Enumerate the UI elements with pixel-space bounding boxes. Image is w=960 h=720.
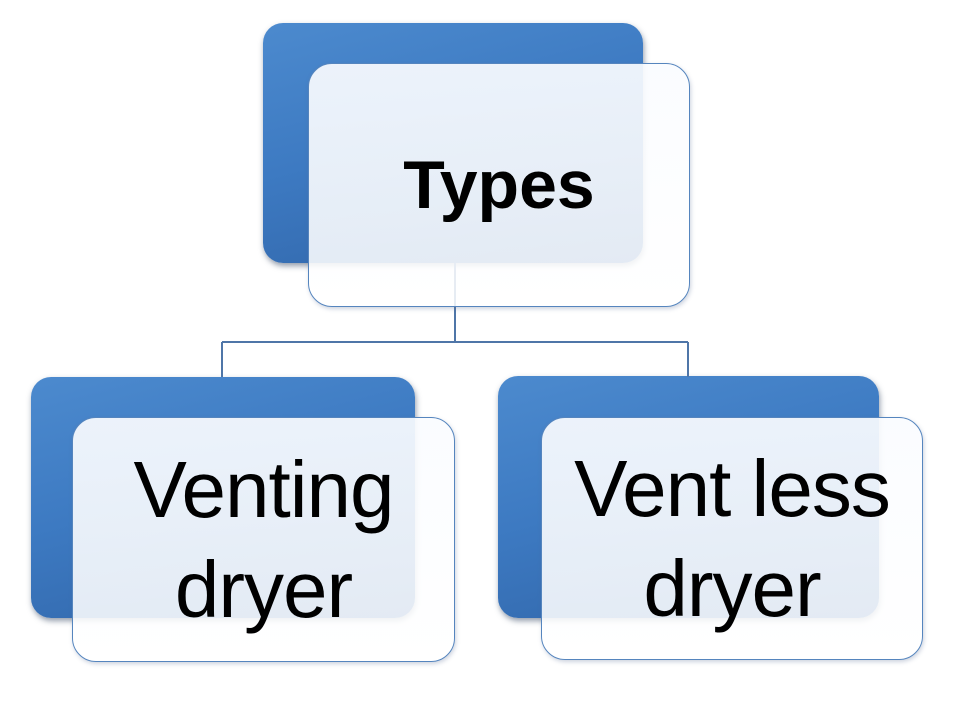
- node-types-front-panel: Types: [308, 63, 690, 307]
- node-venting-dryer: Venting dryer: [31, 377, 455, 662]
- node-vent-less-dryer: Vent less dryer: [498, 376, 923, 660]
- node-venting-dryer-label: Venting dryer: [133, 445, 395, 634]
- node-vent-less-dryer-front-panel: Vent less dryer: [541, 417, 923, 660]
- node-venting-dryer-front-panel: Venting dryer: [72, 417, 455, 662]
- node-vent-less-dryer-label: Vent less dryer: [574, 444, 891, 633]
- node-types-label: Types: [403, 146, 595, 223]
- node-types: Types: [263, 23, 690, 307]
